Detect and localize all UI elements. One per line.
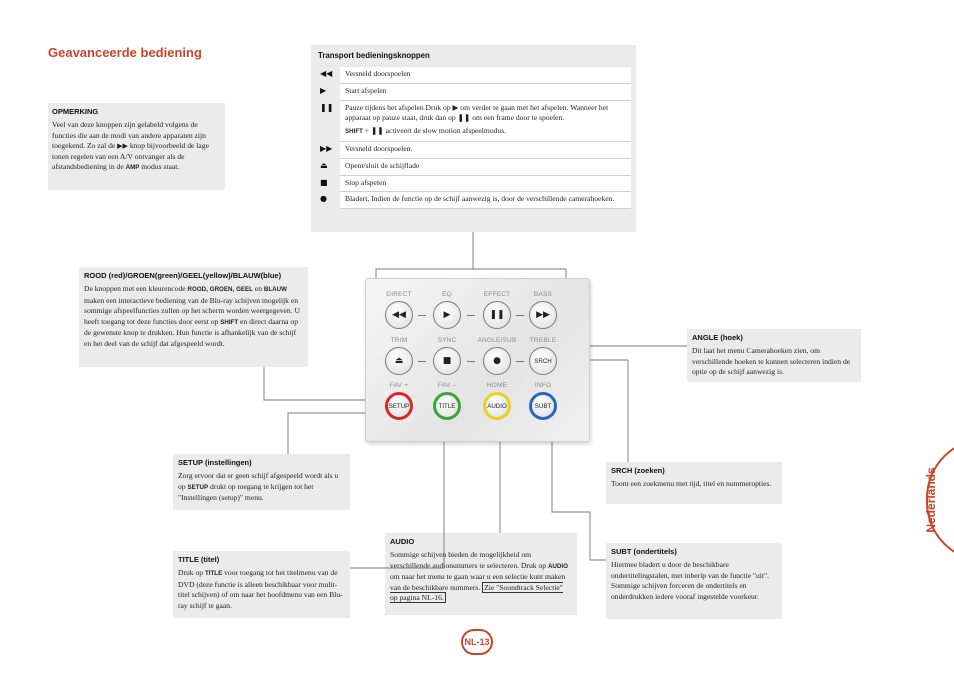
title-text: Druk op TITLE voor toegang tot het titel… [178,568,343,610]
angle-button[interactable]: ● [483,347,511,375]
label-effect: EFFECT [483,291,511,298]
label-bass: BASS [533,291,553,298]
table-row: ❚❚ Pauze tijdens het afspelen Druk op ▶ … [316,100,631,142]
srch-box: SRCH (zoeken) Toont een zoekmenu met tij… [606,462,782,504]
row-text: Opent/sluit de schijflade [340,158,631,176]
label-sync: SYNC [437,337,457,344]
stop-button[interactable]: ■ [433,347,461,375]
row-text: Bladert, Indien de functie op de schijf … [340,192,631,210]
audio-button[interactable]: AUDIO [483,392,511,420]
language-label: Nederlands [924,467,938,533]
subt-box: SUBT (ondertitels) Hiermee bladert u doo… [606,543,782,619]
transport-heading: Transport bedieningsknoppen [318,51,430,60]
srch-text: Toont een zoekmenu met tijd, titel en nu… [611,479,772,488]
rewind-icon: ◀◀ [320,69,333,78]
remote-control-image: DIRECT EQ EFFECT BASS ◀◀ ▶ ❚❚ ▶▶ TRIM SY… [365,278,590,442]
srch-heading: SRCH (zoeken) [611,466,665,475]
label-home: HOME [486,382,508,389]
srch-button[interactable]: SRCH [529,347,557,375]
label-treble: TREBLE [529,337,557,344]
soundtrack-link[interactable]: Zie "Soundtrack Selectie" op pagina NL-1… [390,581,563,604]
label-eq: EQ [442,291,452,298]
pause-button[interactable]: ❚❚ [483,301,511,329]
angle-heading: ANGLE (hoek) [692,333,743,342]
eject-icon: ⏏ [320,160,328,170]
row-text: Start afspelen [340,83,631,101]
fast-forward-icon: ▶▶ [320,143,333,153]
page-title: Geavanceerde bediening [48,45,202,60]
row-text: Versneld doorspoelen [340,67,631,84]
color-buttons-heading: ROOD (red)/GROEN(green)/GEEL(yellow)/BLA… [84,271,282,280]
color-buttons-box: ROOD (red)/GROEN(green)/GEEL(yellow)/BLA… [79,267,308,367]
table-row: ● Bladert, Indien de functie op de schij… [316,192,631,210]
note-heading: OPMERKING [52,107,99,116]
label-direct: DIRECT [386,291,412,298]
audio-heading: AUDIO [390,537,415,546]
angle-box: ANGLE (hoek) Dit laat het menu Camerahoe… [687,329,861,382]
subt-text: Hiermee bladert u door de beschikbare on… [611,560,770,601]
angle-icon: ● [320,194,327,204]
title-button[interactable]: TITLE [433,392,461,420]
table-row: ▶ Start afspelen [316,83,631,101]
note-box: OPMERKING Veel van deze knoppen zijn gel… [48,103,225,190]
play-icon: ▶ [320,85,327,95]
color-buttons-text: De knoppen met een kleurencode ROOD, GRO… [84,284,300,348]
label-info: INFO [534,382,552,389]
fast-forward-icon: ▶▶ [117,142,128,151]
stop-icon: ■ [320,177,328,187]
angle-text: Dit laat het menu Camerahoeken zien, om … [692,346,851,377]
setup-button[interactable]: SETUP [385,392,413,420]
setup-heading: SETUP (instellingen) [178,458,252,467]
play-button[interactable]: ▶ [433,301,461,329]
eject-button[interactable]: ⏏ [385,347,413,375]
rewind-button[interactable]: ◀◀ [385,301,413,329]
subt-heading: SUBT (ondertitels) [611,547,677,556]
subt-button[interactable]: SUBT [529,392,557,420]
note-text: Veel van deze knoppen zijn gelabeld volg… [52,120,209,172]
table-row: ◀◀ Versneld doorspoelen [316,67,631,84]
pause-icon: ❚❚ [320,102,334,112]
row-text: Versneld doorspoelen. [340,141,631,159]
audio-text: Sommige schijven bieden de mogelijkheid … [390,550,568,604]
page-number: NL-13 [461,629,493,655]
transport-table: Transport bedieningsknoppen ◀◀ Versneld … [311,45,636,232]
fast-forward-button[interactable]: ▶▶ [529,301,557,329]
label-trim: TRIM [390,337,408,344]
table-row: ⏏ Opent/sluit de schijflade [316,158,631,176]
label-angle-sub: ANGLE/SUB [477,337,517,344]
title-heading: TITLE (titel) [178,555,220,564]
label-fav-plus: FAV + [389,382,409,389]
table-row: ▶▶ Versneld doorspoelen. [316,141,631,159]
title-box: TITLE (titel) Druk op TITLE voor toegang… [173,551,350,618]
setup-box: SETUP (instellingen) Zorg ervoor dat er … [173,454,350,510]
row-text: Pauze tijdens het afspelen Druk op ▶ om … [340,100,631,142]
row-text: Stop afspelen [340,175,631,193]
label-fav-minus: FAV – [437,382,457,389]
setup-text: Zorg ervoor dat er geen schijf afgespeel… [178,471,339,503]
audio-box: AUDIO Sommige schijven bieden de mogelij… [385,533,577,615]
table-row: ■ Stop afspelen [316,175,631,193]
